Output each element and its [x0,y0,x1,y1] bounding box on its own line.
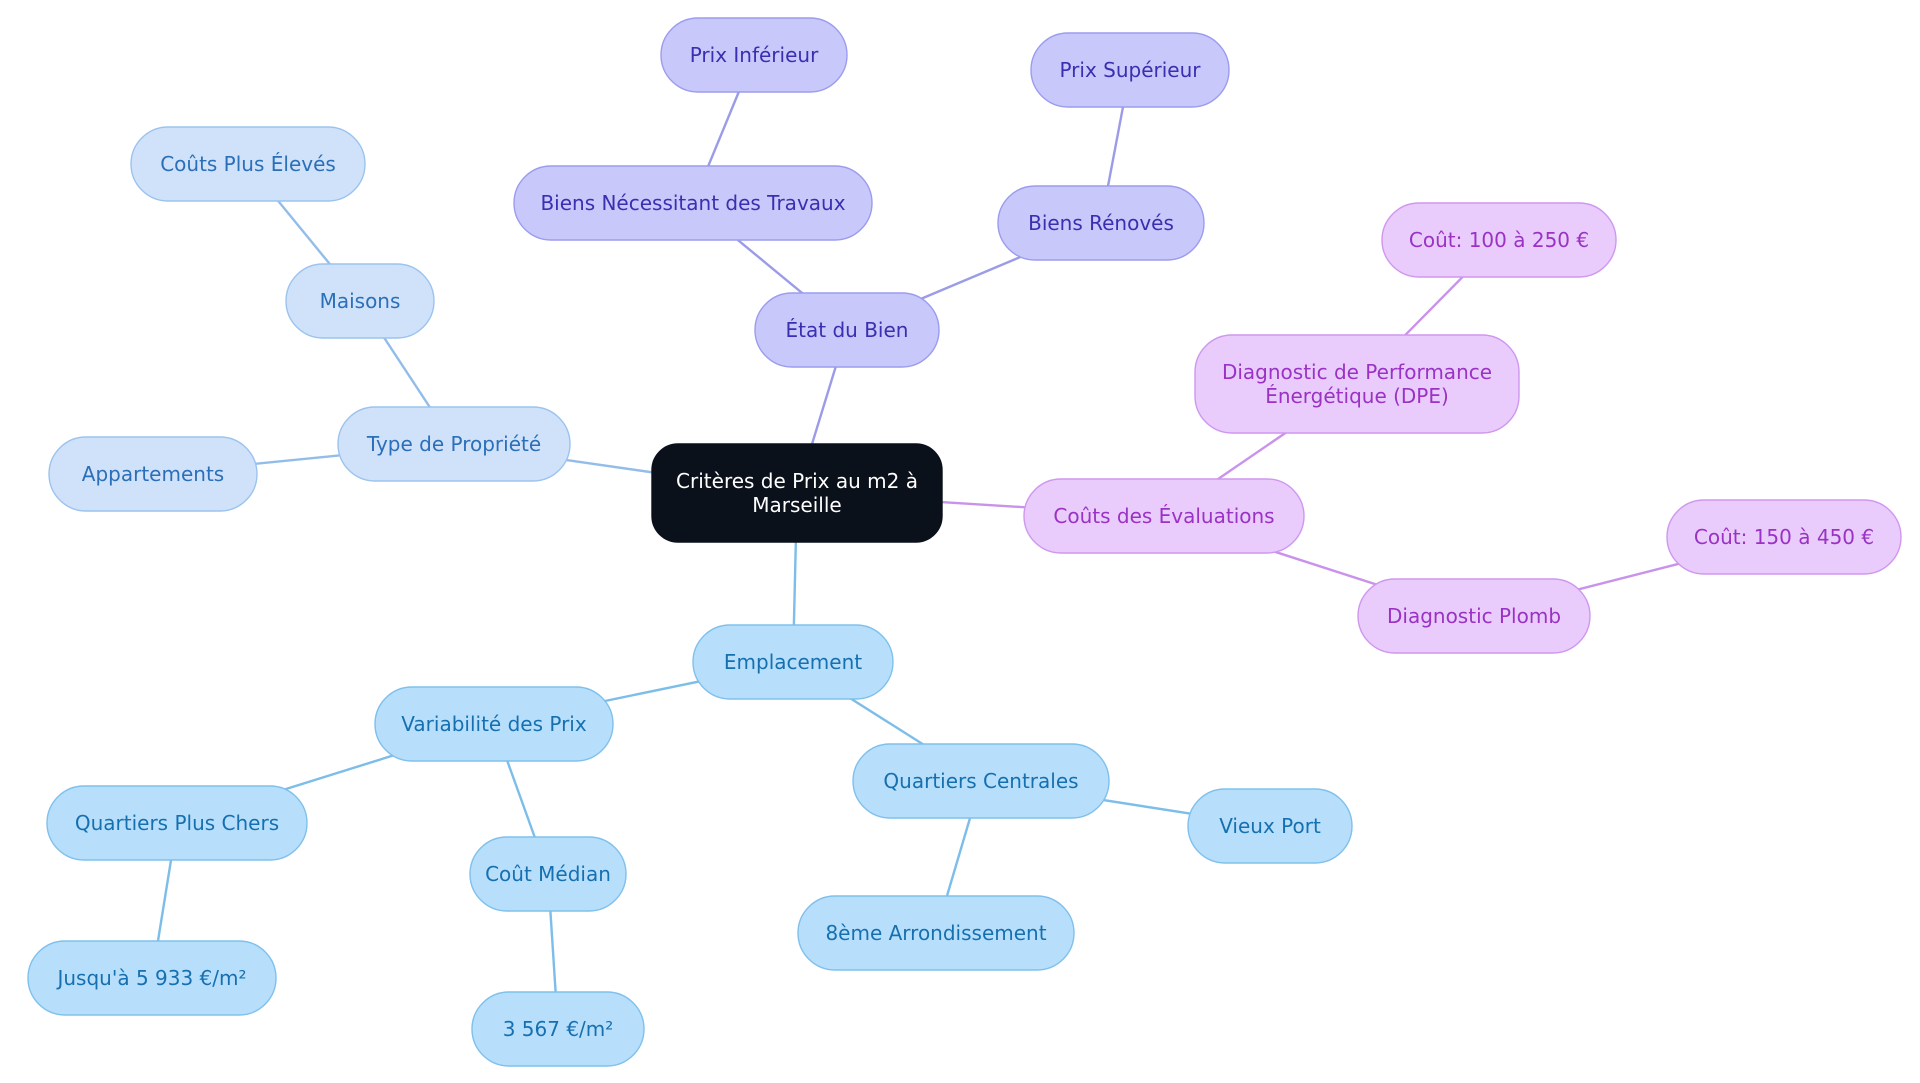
node-arr8: 8ème Arrondissement [797,895,1075,971]
node-label: Emplacement [724,650,862,674]
node-prix-inf: Prix Inférieur [660,17,848,93]
node-box [997,185,1205,261]
node-couts: Coûts des Évaluations [1023,478,1305,554]
node-box [469,836,627,912]
node-median: Coût Médian [469,836,627,912]
node-maisons: Maisons [285,263,435,339]
node-label: Jusqu'à 5 933 €/m² [55,966,246,990]
node-etat: État du Bien [754,292,940,368]
node-box [1187,788,1353,864]
node-label: 3 567 €/m² [503,1017,614,1041]
node-box [1357,578,1591,654]
node-label: Coûts Plus Élevés [160,152,336,176]
node-prix-sup: Prix Supérieur [1030,32,1230,108]
node-box [130,126,366,202]
node-label: État du Bien [786,318,909,342]
node-label: Énergétique (DPE) [1265,384,1449,408]
node-label: Quartiers Plus Chers [75,811,279,835]
node-box [1023,478,1305,554]
node-cout-plomb: Coût: 150 à 450 € [1666,499,1902,575]
node-label: Type de Propriété [366,432,541,456]
node-cout-dpe: Coût: 100 à 250 € [1381,202,1617,278]
node-emplacement: Emplacement [692,624,894,700]
node-variabilite: Variabilité des Prix [374,686,614,762]
node-vieux-port: Vieux Port [1187,788,1353,864]
node-box [754,292,940,368]
node-box [471,991,645,1067]
node-label: Vieux Port [1219,814,1321,838]
node-label: Diagnostic de Performance [1222,360,1492,384]
node-centrales: Quartiers Centrales [852,743,1110,819]
node-label: Critères de Prix au m2 à [676,469,918,493]
node-box [660,17,848,93]
node-box [1381,202,1617,278]
node-label: Diagnostic Plomb [1387,604,1561,628]
node-label: Quartiers Centrales [883,769,1078,793]
node-label: Coûts des Évaluations [1053,504,1274,528]
node-label: Marseille [752,493,841,517]
node-plomb: Diagnostic Plomb [1357,578,1591,654]
node-label: Prix Inférieur [690,43,819,67]
node-appartements: Appartements [48,436,258,512]
node-box [1194,334,1520,434]
node-box [374,686,614,762]
node-label: Coût Médian [485,862,611,886]
node-jusqua: Jusqu'à 5 933 €/m² [27,940,277,1016]
node-label: Variabilité des Prix [401,712,587,736]
node-box [1666,499,1902,575]
node-chers: Quartiers Plus Chers [46,785,308,861]
node-box [285,263,435,339]
node-box [1030,32,1230,108]
node-box [27,940,277,1016]
node-box [337,406,571,482]
node-box [852,743,1110,819]
node-median-val: 3 567 €/m² [471,991,645,1067]
node-type: Type de Propriété [337,406,571,482]
node-couts-eleves: Coûts Plus Élevés [130,126,366,202]
node-label: Coût: 100 à 250 € [1409,228,1589,252]
connector-lines [150,54,1785,1030]
node-label: Coût: 150 à 450 € [1694,525,1874,549]
node-label: Prix Supérieur [1059,58,1201,82]
node-box [48,436,258,512]
node-box [797,895,1075,971]
node-travaux: Biens Nécessitant des Travaux [513,165,873,241]
node-label: Maisons [320,289,401,313]
node-renoves: Biens Rénovés [997,185,1205,261]
node-label: Biens Nécessitant des Travaux [540,191,845,215]
node-box [651,443,943,543]
node-box [692,624,894,700]
node-label: 8ème Arrondissement [825,921,1046,945]
node-box [46,785,308,861]
node-box [513,165,873,241]
node-label: Appartements [82,462,224,486]
node-label: Biens Rénovés [1028,211,1174,235]
